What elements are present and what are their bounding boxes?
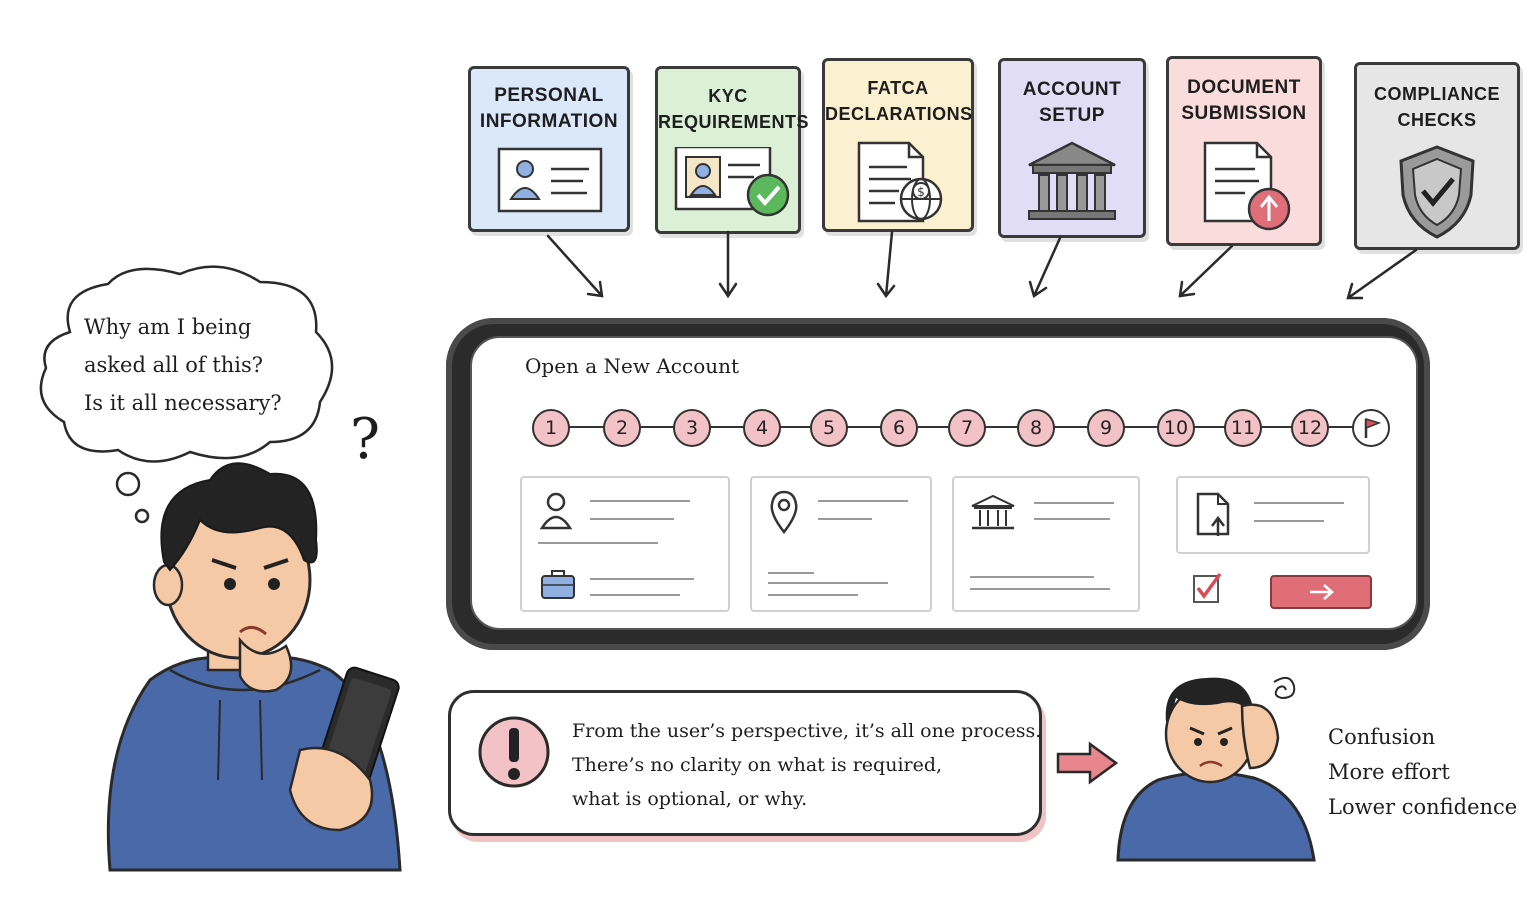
outcome-item: Lower confidence <box>1328 795 1518 819</box>
frustrated-user-illustration <box>1116 676 1316 862</box>
location-pin-icon <box>770 490 798 534</box>
document-upload-icon <box>1196 492 1230 536</box>
form-panel-address[interactable] <box>750 476 932 612</box>
result-arrow <box>1056 741 1119 785</box>
consent-checkbox[interactable] <box>1190 568 1230 606</box>
form-panel-documents[interactable] <box>1176 476 1370 554</box>
shield-check-icon <box>1399 145 1475 239</box>
bank-icon <box>971 494 1015 530</box>
step-4[interactable]: 4 <box>743 409 781 447</box>
step-2[interactable]: 2 <box>603 409 641 447</box>
tax-document-globe-icon: $ <box>857 141 943 223</box>
svg-text:$: $ <box>917 185 925 199</box>
step-8[interactable]: 8 <box>1017 409 1055 447</box>
step-7[interactable]: 7 <box>948 409 986 447</box>
screen-title: Open a New Account <box>525 354 740 378</box>
step-11[interactable]: 11 <box>1224 409 1262 447</box>
step-6[interactable]: 6 <box>880 409 918 447</box>
step-3[interactable]: 3 <box>673 409 711 447</box>
note-text: From the user’s perspective, it’s all on… <box>572 720 1042 810</box>
step-10[interactable]: 10 <box>1157 409 1195 447</box>
continue-button[interactable] <box>1270 575 1372 609</box>
document-upload-icon <box>1203 141 1291 231</box>
arrow <box>546 234 604 298</box>
thought-bubble <box>39 265 334 524</box>
card-arrows <box>546 230 1418 300</box>
thought-text: Why am I being asked all of this? Is it … <box>84 315 282 415</box>
arrow <box>876 230 896 299</box>
step-9[interactable]: 9 <box>1087 409 1125 447</box>
bank-building-icon <box>1028 141 1116 220</box>
briefcase-icon <box>541 570 575 599</box>
verified-id-icon <box>674 147 790 217</box>
outcome-item: More effort <box>1328 760 1450 784</box>
form-panel-personal[interactable] <box>520 476 730 612</box>
question-mark: ? <box>350 407 381 472</box>
form-panel-account[interactable] <box>952 476 1140 612</box>
arrow <box>1346 248 1418 300</box>
arrow <box>1028 236 1062 298</box>
id-card-icon <box>497 147 603 213</box>
step-final[interactable] <box>1352 409 1390 447</box>
user-icon <box>539 492 573 530</box>
arrow-right-icon <box>1310 584 1334 600</box>
step-5[interactable]: 5 <box>810 409 848 447</box>
confused-user-illustration <box>106 462 402 872</box>
exclamation-icon <box>478 716 550 788</box>
outcome-item: Confusion <box>1328 725 1436 749</box>
step-12[interactable]: 12 <box>1291 409 1329 447</box>
arrow <box>718 230 738 299</box>
outcomes-list: Confusion More effort Lower confidence <box>1328 720 1517 825</box>
flag-icon <box>1364 417 1382 438</box>
arrow <box>1178 244 1234 298</box>
step-1[interactable]: 1 <box>532 409 570 447</box>
